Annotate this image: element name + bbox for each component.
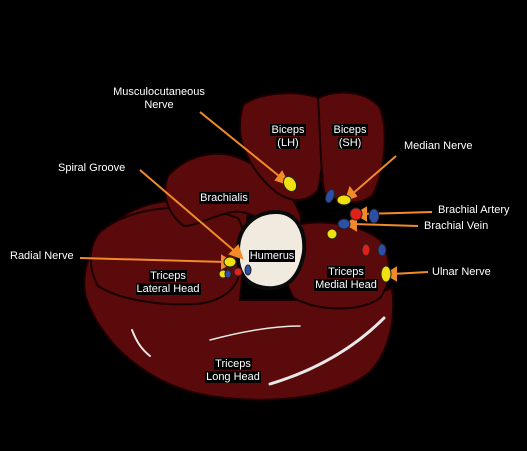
leader-arrowhead bbox=[344, 216, 357, 232]
nerve-dot bbox=[326, 228, 338, 240]
label-brachialis: Brachialis bbox=[192, 192, 256, 205]
label-line: (LH) bbox=[276, 137, 300, 149]
label-line: Humerus bbox=[248, 250, 296, 262]
label-line: Triceps bbox=[327, 266, 365, 278]
label-line: Triceps bbox=[214, 358, 252, 370]
label-line: Musculocutaneous bbox=[113, 86, 205, 98]
leader-brachial-vein bbox=[351, 223, 419, 227]
label-line: Medial Head bbox=[314, 279, 378, 291]
brachial-artery bbox=[349, 207, 363, 221]
label-brachial-artery: Brachial Artery bbox=[438, 204, 510, 216]
label-spiral-groove: Spiral Groove bbox=[58, 162, 126, 174]
leader-spiral bbox=[139, 169, 239, 255]
label-ulnar-nerve: Ulnar Nerve bbox=[432, 266, 491, 278]
vein-dot bbox=[325, 188, 335, 204]
label-line: Nerve bbox=[144, 99, 174, 111]
brachial-vein bbox=[337, 218, 351, 230]
median-nerve bbox=[336, 194, 352, 206]
vein-dot bbox=[244, 264, 252, 276]
label-line: Biceps bbox=[332, 124, 368, 136]
leader-radial bbox=[79, 257, 227, 263]
label-median-nerve: Median Nerve bbox=[404, 140, 473, 152]
label-triceps-lateral-head: Triceps Lateral Head bbox=[126, 270, 210, 296]
label-line: (SH) bbox=[337, 137, 363, 149]
artery-dot bbox=[233, 267, 243, 277]
vein-dot bbox=[368, 208, 380, 224]
label-radial-nerve: Radial Nerve bbox=[10, 250, 74, 262]
label-humerus: Humerus bbox=[248, 250, 296, 263]
radial-nerve bbox=[223, 256, 237, 268]
musculocutaneous-nerve bbox=[282, 175, 298, 193]
label-triceps-medial-head: Triceps Medial Head bbox=[304, 266, 388, 292]
label-biceps-short-head: Biceps (SH) bbox=[330, 124, 370, 150]
leader-median bbox=[349, 155, 397, 197]
label-line: Biceps bbox=[270, 124, 306, 136]
leader-arrowhead bbox=[228, 244, 244, 260]
fascia-streak bbox=[268, 316, 386, 386]
leader-musculocutaneous bbox=[199, 111, 285, 181]
label-brachial-vein: Brachial Vein bbox=[424, 220, 489, 232]
label-triceps-long-head: Triceps Long Head bbox=[198, 358, 268, 384]
label-musculocutaneous-nerve: Musculocutaneous Nerve bbox=[104, 86, 214, 112]
ulnar-nerve bbox=[380, 265, 392, 283]
label-line: Triceps bbox=[149, 270, 187, 282]
fascia-streak bbox=[131, 329, 151, 357]
fascia-streak bbox=[209, 325, 301, 341]
leader-ulnar bbox=[391, 271, 429, 275]
label-line: Long Head bbox=[205, 371, 261, 383]
label-biceps-long-head: Biceps (LH) bbox=[268, 124, 308, 150]
artery-dot bbox=[361, 243, 371, 257]
label-line: Lateral Head bbox=[135, 283, 201, 295]
vein-dot bbox=[224, 269, 232, 279]
vein-dot bbox=[377, 243, 387, 257]
label-line: Brachialis bbox=[199, 192, 249, 204]
